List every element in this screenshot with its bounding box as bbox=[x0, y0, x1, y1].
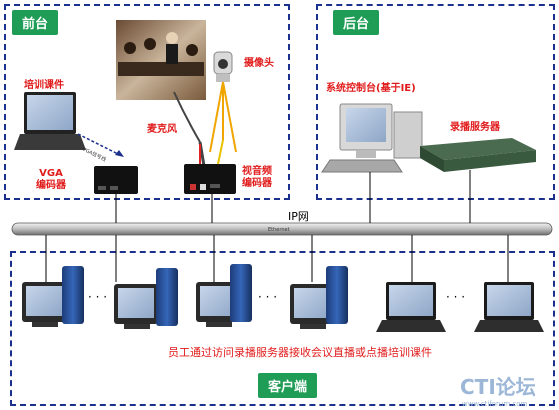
client-zone-label: 客户端 bbox=[258, 373, 318, 398]
back-zone-label: 后台 bbox=[333, 10, 380, 35]
av-encoder-label: 视音频 编码器 bbox=[242, 166, 272, 189]
av-encoder-icon bbox=[184, 164, 236, 194]
front-zone-label: 前台 bbox=[12, 10, 59, 35]
ethernet-backbone: Ethernet bbox=[11, 222, 553, 236]
client-laptop-icon bbox=[376, 282, 446, 332]
microphone-label: 麦克风 bbox=[147, 124, 177, 135]
client-pc-icon bbox=[22, 266, 84, 327]
svg-text:www.ctiforum.com: www.ctiforum.com bbox=[462, 400, 528, 408]
client-pc-icon bbox=[114, 268, 178, 329]
meeting-photo bbox=[116, 20, 206, 100]
connector-lines bbox=[45, 170, 509, 282]
recording-server-label: 录播服务器 bbox=[450, 122, 500, 133]
client-laptop-icon bbox=[474, 282, 544, 332]
svg-text:CTI论坛: CTI论坛 bbox=[460, 375, 536, 399]
client-caption: 员工通过访问录播服务器接收会议直播或点播培训课件 bbox=[168, 346, 432, 359]
vga-encoder-icon bbox=[94, 166, 138, 194]
ctiforum-watermark: CTI论坛 www.ctiforum.com bbox=[460, 375, 536, 408]
ip-network-label: IP网 bbox=[288, 210, 309, 223]
back-zone bbox=[316, 4, 555, 200]
vga-signal-arrow: VGA信号线 bbox=[77, 133, 124, 164]
vga-encoder-label: VGA 编码器 bbox=[36, 168, 66, 191]
laptop-icon bbox=[14, 92, 86, 150]
svg-text:VGA信号线: VGA信号线 bbox=[81, 146, 107, 164]
svg-text:Ethernet: Ethernet bbox=[268, 227, 290, 233]
front-zone bbox=[4, 4, 290, 200]
camera-label: 摄像头 bbox=[244, 58, 274, 69]
training-courseware-label: 培训课件 bbox=[24, 80, 64, 91]
client-pc-icon bbox=[290, 266, 348, 329]
ellipsis: · · · bbox=[258, 290, 278, 304]
system-console-label: 系统控制台(基于IE) bbox=[326, 83, 416, 94]
recording-server-icon bbox=[420, 138, 536, 172]
ellipsis: · · · bbox=[446, 290, 466, 304]
microphone-icon bbox=[173, 91, 218, 172]
console-computer-icon bbox=[321, 103, 423, 173]
camera-icon bbox=[209, 51, 237, 153]
client-zone bbox=[10, 251, 555, 406]
client-pc-icon bbox=[196, 264, 252, 327]
ellipsis: · · · bbox=[88, 290, 108, 304]
